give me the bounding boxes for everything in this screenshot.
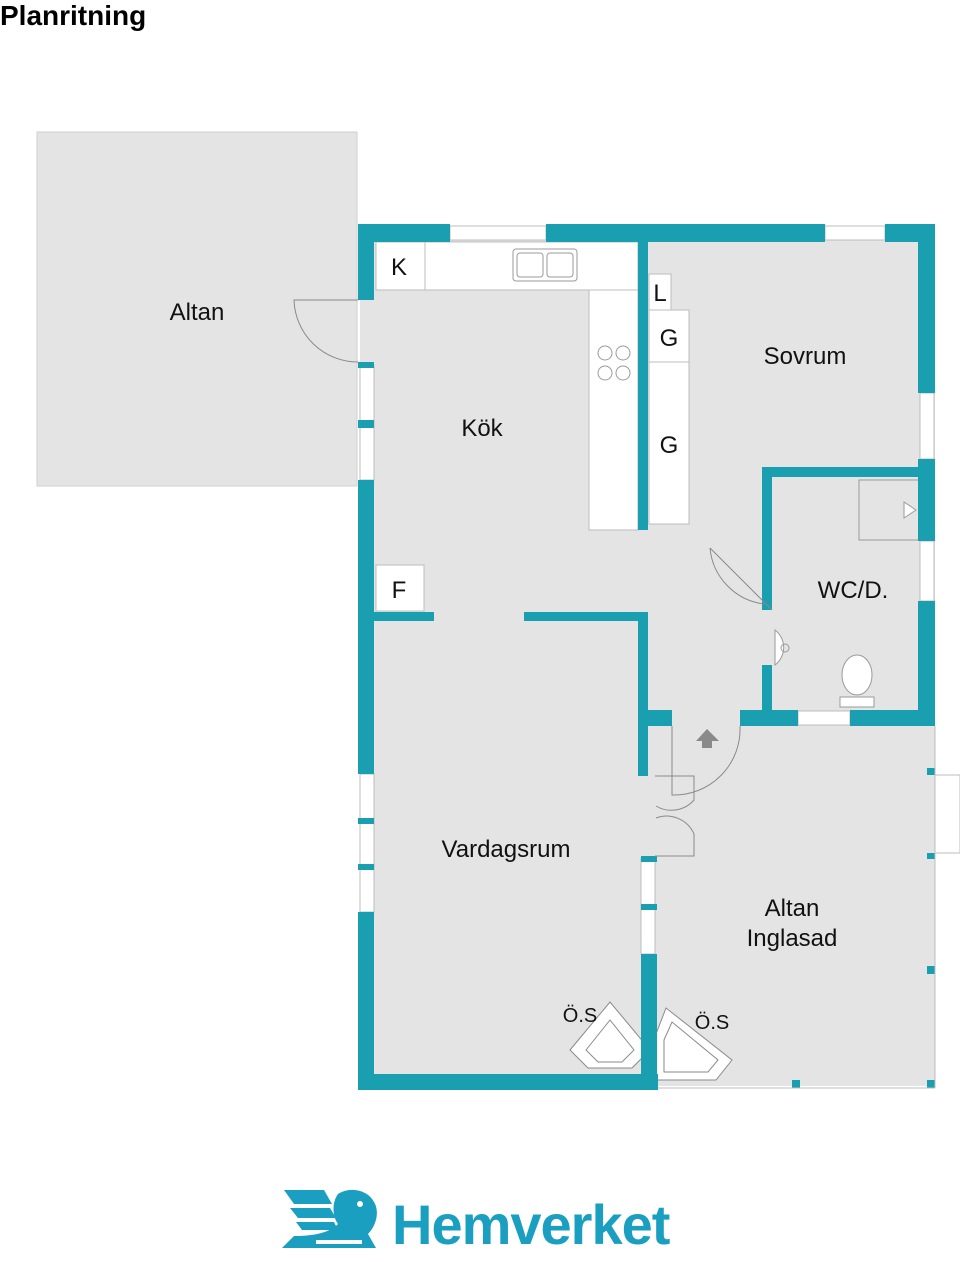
room-label-altan-inglasad-1: Altan — [765, 895, 820, 922]
room-label-sovrum: Sovrum — [764, 343, 847, 370]
room-label-vardagsrum: Vardagsrum — [442, 836, 571, 863]
room-label-wc: WC/D. — [818, 577, 889, 604]
toilet-icon — [839, 654, 875, 708]
entrance-arrow-icon — [696, 729, 719, 748]
room-label-altan: Altan — [170, 299, 225, 326]
windows — [359, 225, 960, 955]
marker-f: F — [392, 577, 407, 604]
marker-k: K — [391, 254, 407, 281]
shower-drain-icon — [903, 501, 917, 519]
stove-icon — [597, 345, 631, 381]
closet-f — [375, 564, 425, 612]
altan-floor — [36, 131, 358, 487]
marker-g2: G — [660, 432, 679, 459]
glazed-altan-floor — [655, 726, 935, 1086]
winged-lion-logo-icon — [282, 1189, 377, 1248]
marker-l: L — [653, 280, 666, 307]
marker-os2: Ö.S — [695, 1012, 729, 1034]
wardrobe — [648, 273, 690, 525]
room-label-altan-inglasad-2: Inglasad — [747, 925, 838, 952]
glazing-line — [658, 726, 936, 1089]
room-label-kok: Kök — [461, 415, 503, 442]
page-title: Planritning — [0, 0, 147, 31]
doors — [293, 299, 773, 857]
brand-name: Hemverket — [392, 1193, 670, 1256]
sink-icon — [512, 248, 578, 282]
walls — [358, 224, 935, 1090]
marker-os1: Ö.S — [563, 1005, 597, 1027]
washbasin-icon — [774, 628, 790, 667]
kitchen-counter — [375, 241, 639, 531]
marker-g1: G — [660, 325, 679, 352]
